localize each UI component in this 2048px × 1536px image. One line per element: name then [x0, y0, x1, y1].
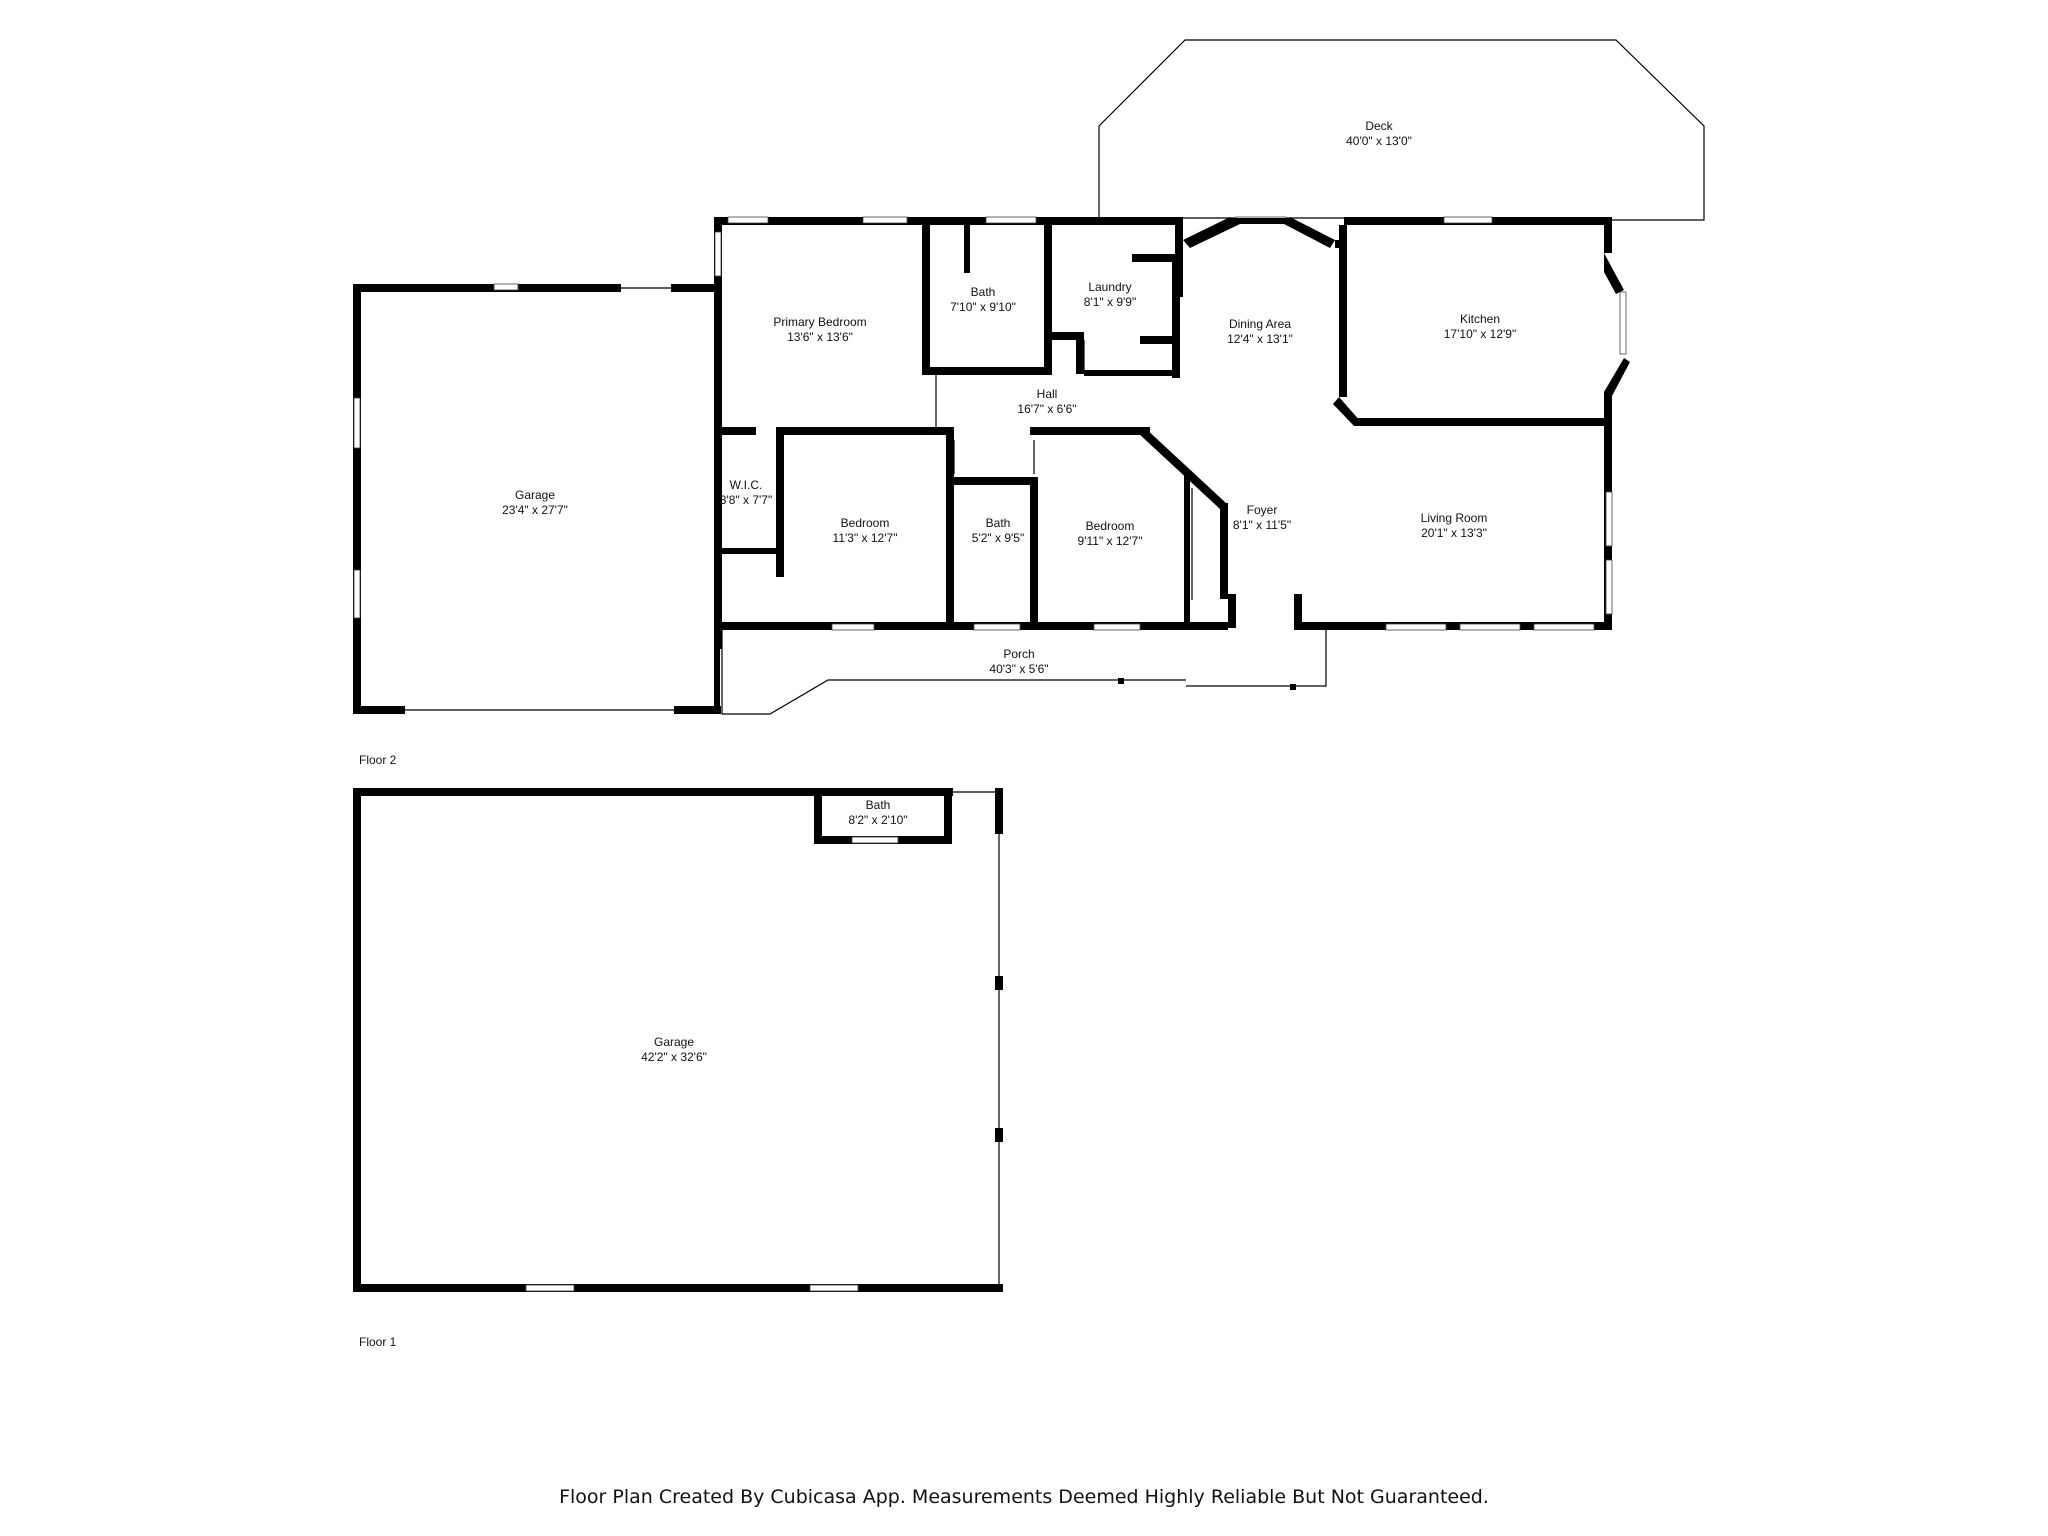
room-name-porch: Porch: [1003, 647, 1034, 661]
room-dims-dining-area: 12'4" x 13'1": [1227, 332, 1293, 346]
room-dims-foyer: 8'1" x 11'5": [1233, 518, 1291, 532]
room-name-hall: Hall: [1037, 387, 1058, 401]
room-dims-bath-2: 5'2" x 9'5": [972, 531, 1024, 545]
garage-2-walls: [353, 283, 721, 714]
floor-1-plan: [353, 788, 1003, 1292]
room-dims-living-room: 20'1" x 13'3": [1421, 526, 1487, 540]
house-interior-walls: [714, 217, 1610, 622]
room-dims-bath-1: 7'10" x 9'10": [950, 300, 1016, 314]
room-name-primary-bedroom: Primary Bedroom: [773, 315, 866, 329]
room-name-laundry: Laundry: [1088, 280, 1131, 294]
room-dims-bedroom-2: 9'11" x 12'7": [1078, 534, 1143, 548]
room-dims-hall: 16'7" x 6'6": [1017, 402, 1076, 416]
room-dims-bedroom-1: 11'3" x 12'7": [833, 531, 898, 545]
floor-2-plan: [353, 39, 1705, 715]
room-name-bedroom-2: Bedroom: [1086, 519, 1135, 533]
room-dims-deck: 40'0" x 13'0": [1346, 134, 1412, 148]
room-dims-garage-2: 23'4" x 27'7": [502, 503, 568, 517]
room-name-bath-1: Bath: [971, 285, 996, 299]
room-name-kitchen: Kitchen: [1460, 312, 1500, 326]
room-dims-laundry: 8'1" x 9'9": [1084, 295, 1136, 309]
porch-outline: [714, 630, 1327, 715]
room-name-foyer: Foyer: [1247, 503, 1278, 517]
floor-1-labels: Bath 8'2" x 2'10" Garage 42'2" x 32'6" F…: [359, 798, 908, 1349]
room-dims-kitchen: 17'10" x 12'9": [1444, 327, 1517, 341]
floor-2-label: Floor 2: [359, 753, 397, 767]
room-dims-garage-1: 42'2" x 32'6": [641, 1050, 707, 1064]
room-name-living-room: Living Room: [1421, 511, 1488, 525]
room-dims-primary-bedroom: 13'6" x 13'6": [787, 330, 853, 344]
floor-2-labels: Deck 40'0" x 13'0" Primary Bedroom 13'6"…: [359, 119, 1516, 767]
room-dims-porch: 40'3" x 5'6": [989, 662, 1048, 676]
room-name-bath-2: Bath: [986, 516, 1011, 530]
room-dims-wic: 3'8" x 7'7": [720, 493, 772, 507]
disclaimer-footer: Floor Plan Created By Cubicasa App. Meas…: [559, 1486, 1489, 1508]
room-name-deck: Deck: [1365, 119, 1393, 133]
room-dims-bath-3: 8'2" x 2'10": [848, 813, 907, 827]
room-name-bedroom-1: Bedroom: [841, 516, 890, 530]
room-name-garage-2: Garage: [515, 488, 555, 502]
room-name-bath-3: Bath: [866, 798, 891, 812]
floor-1-label: Floor 1: [359, 1335, 397, 1349]
deck-outline: [1098, 39, 1705, 221]
room-name-dining-area: Dining Area: [1229, 317, 1291, 331]
room-name-garage-1: Garage: [654, 1035, 694, 1049]
room-name-wic: W.I.C.: [730, 478, 763, 492]
